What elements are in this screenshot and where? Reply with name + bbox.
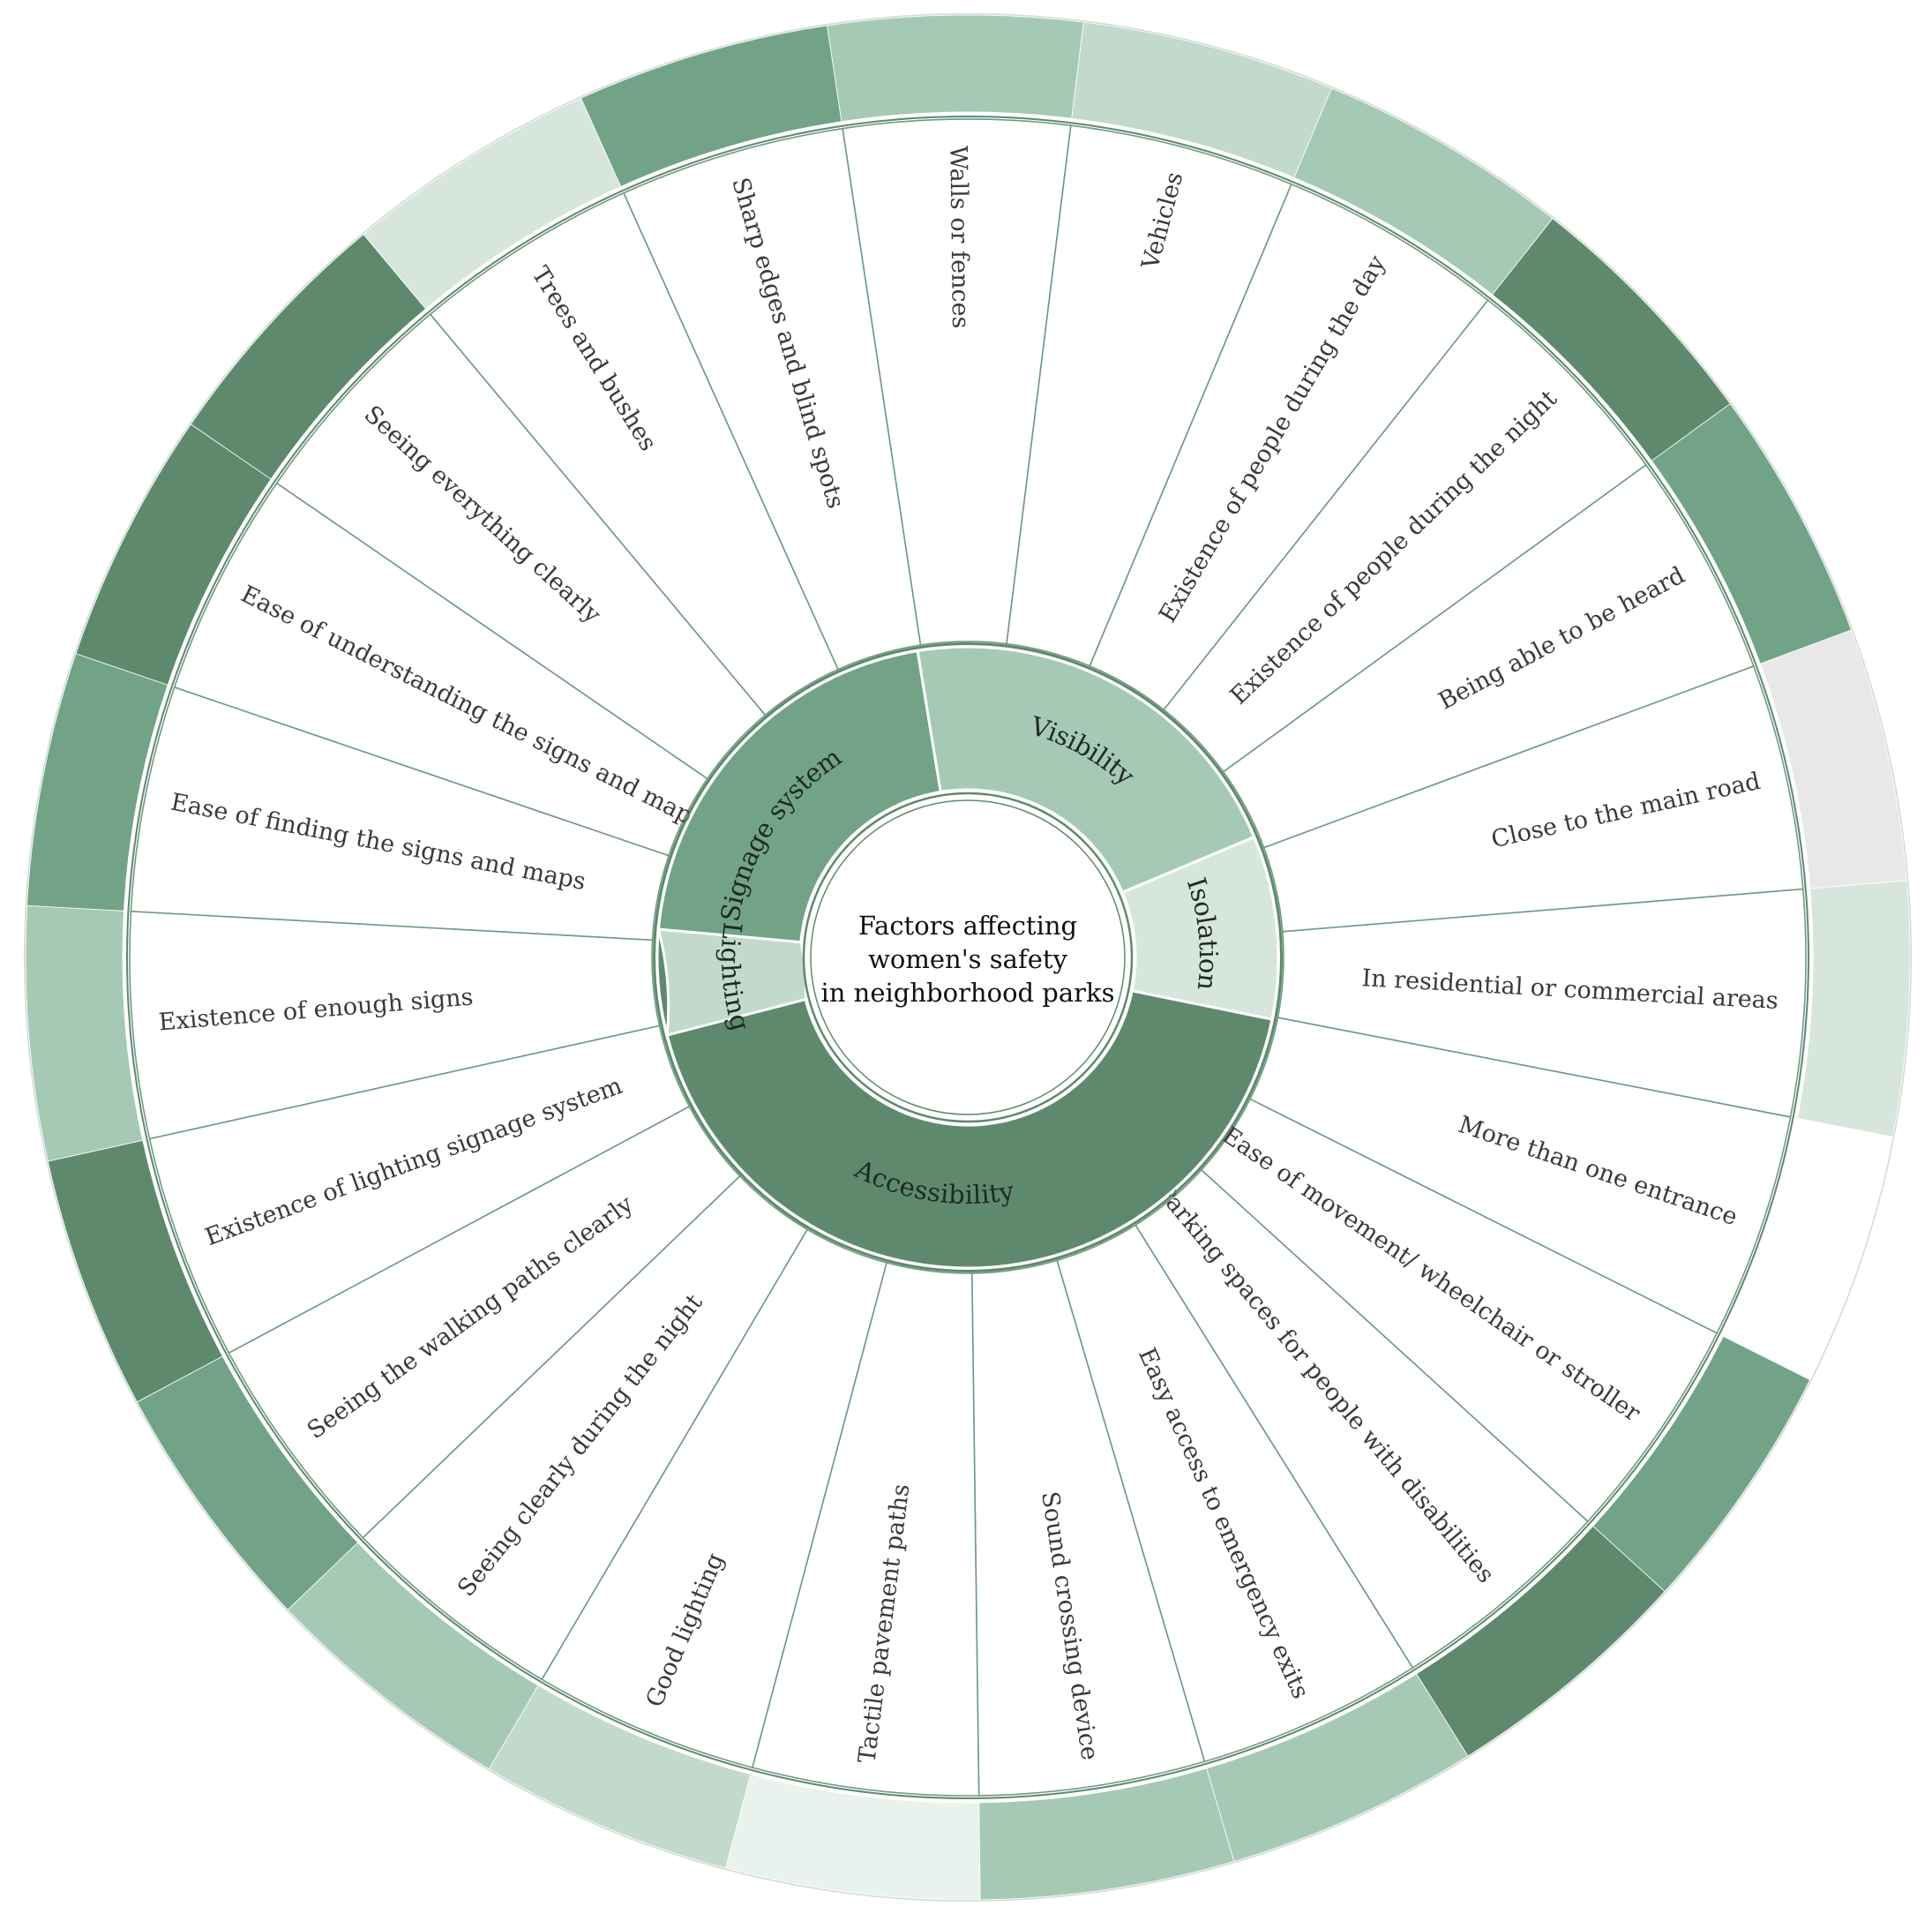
- category-ring-border: [654, 643, 1282, 1272]
- center-hub: Factors affecting women's safety in neig…: [802, 792, 1134, 1123]
- factor-label-walls-or-fences: Walls or fences: [944, 146, 974, 329]
- factor-ring-border: [126, 116, 1809, 1799]
- outer-segment-existence-of-lighting-signage-system: [47, 1139, 223, 1403]
- center-title-line-2: women's safety: [868, 944, 1067, 974]
- outer-ring-edge: [24, 13, 1912, 1902]
- center-title-line-3: in neighborhood parks: [821, 978, 1115, 1008]
- outer-segment-existence-of-enough-signs: [25, 904, 144, 1162]
- category-ring: Signage systemVisibilityIsolationAccessi…: [654, 643, 1282, 1272]
- factor-wedge-existence-of-lighting-signage-system: [148, 1024, 691, 1354]
- center-title-line-1: Factors affecting: [858, 911, 1077, 941]
- category-wedge-accessibility: [655, 927, 1274, 1270]
- outer-segment-walls-or-fences: [827, 14, 1084, 123]
- outer-color-ring: [24, 13, 1912, 1902]
- center-circle: [810, 799, 1126, 1115]
- category-wedge-visibility: [916, 645, 1256, 895]
- outer-segment-in-residential-or-commercial-areas: [1797, 880, 1911, 1137]
